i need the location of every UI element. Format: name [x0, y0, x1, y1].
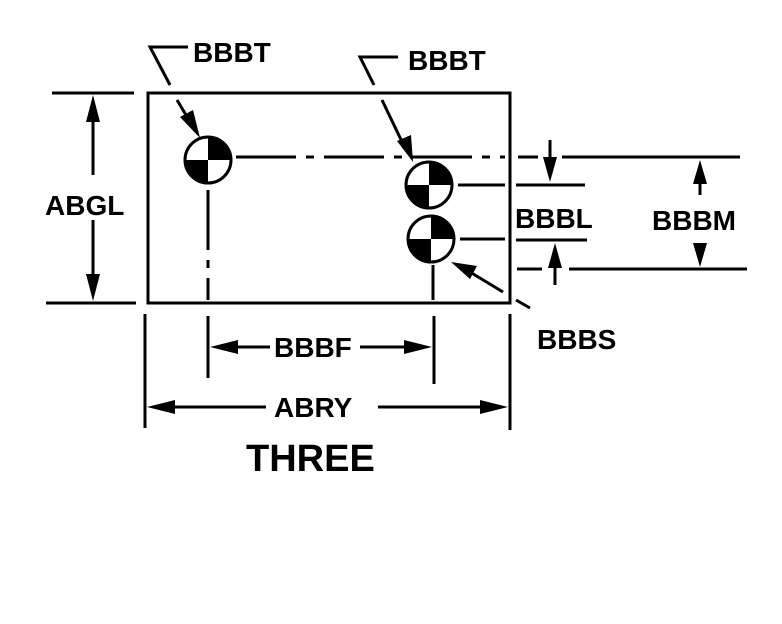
- dimension-bbbm: [693, 160, 707, 267]
- label-bbbf: BBBF: [274, 332, 352, 363]
- leader-bbbt-right: [357, 55, 413, 162]
- hole-symbol-2: [404, 160, 454, 210]
- label-bbbl: BBBL: [515, 203, 593, 234]
- leader-bbbs: [451, 262, 531, 310]
- label-bbbm: BBBM: [652, 205, 736, 236]
- label-abry: ABRY: [274, 392, 353, 423]
- extension-lines-right: [516, 155, 747, 271]
- label-abgl: ABGL: [45, 190, 124, 221]
- label-bbbs: BBBS: [537, 324, 616, 355]
- dimension-abgl: [46, 91, 136, 305]
- label-bbbt-left: BBBT: [193, 37, 271, 68]
- dimension-abry: [143, 314, 512, 430]
- dimension-bbbf: [206, 316, 436, 384]
- part-outline: [146, 91, 512, 305]
- diagram-title: THREE: [246, 438, 375, 480]
- leader-bbbt-left: [147, 45, 200, 138]
- hole-symbol-3: [406, 214, 456, 264]
- label-bbbt-right: BBBT: [408, 45, 486, 76]
- hole-symbol-1: [183, 135, 233, 185]
- dimension-bbbl: [543, 140, 562, 285]
